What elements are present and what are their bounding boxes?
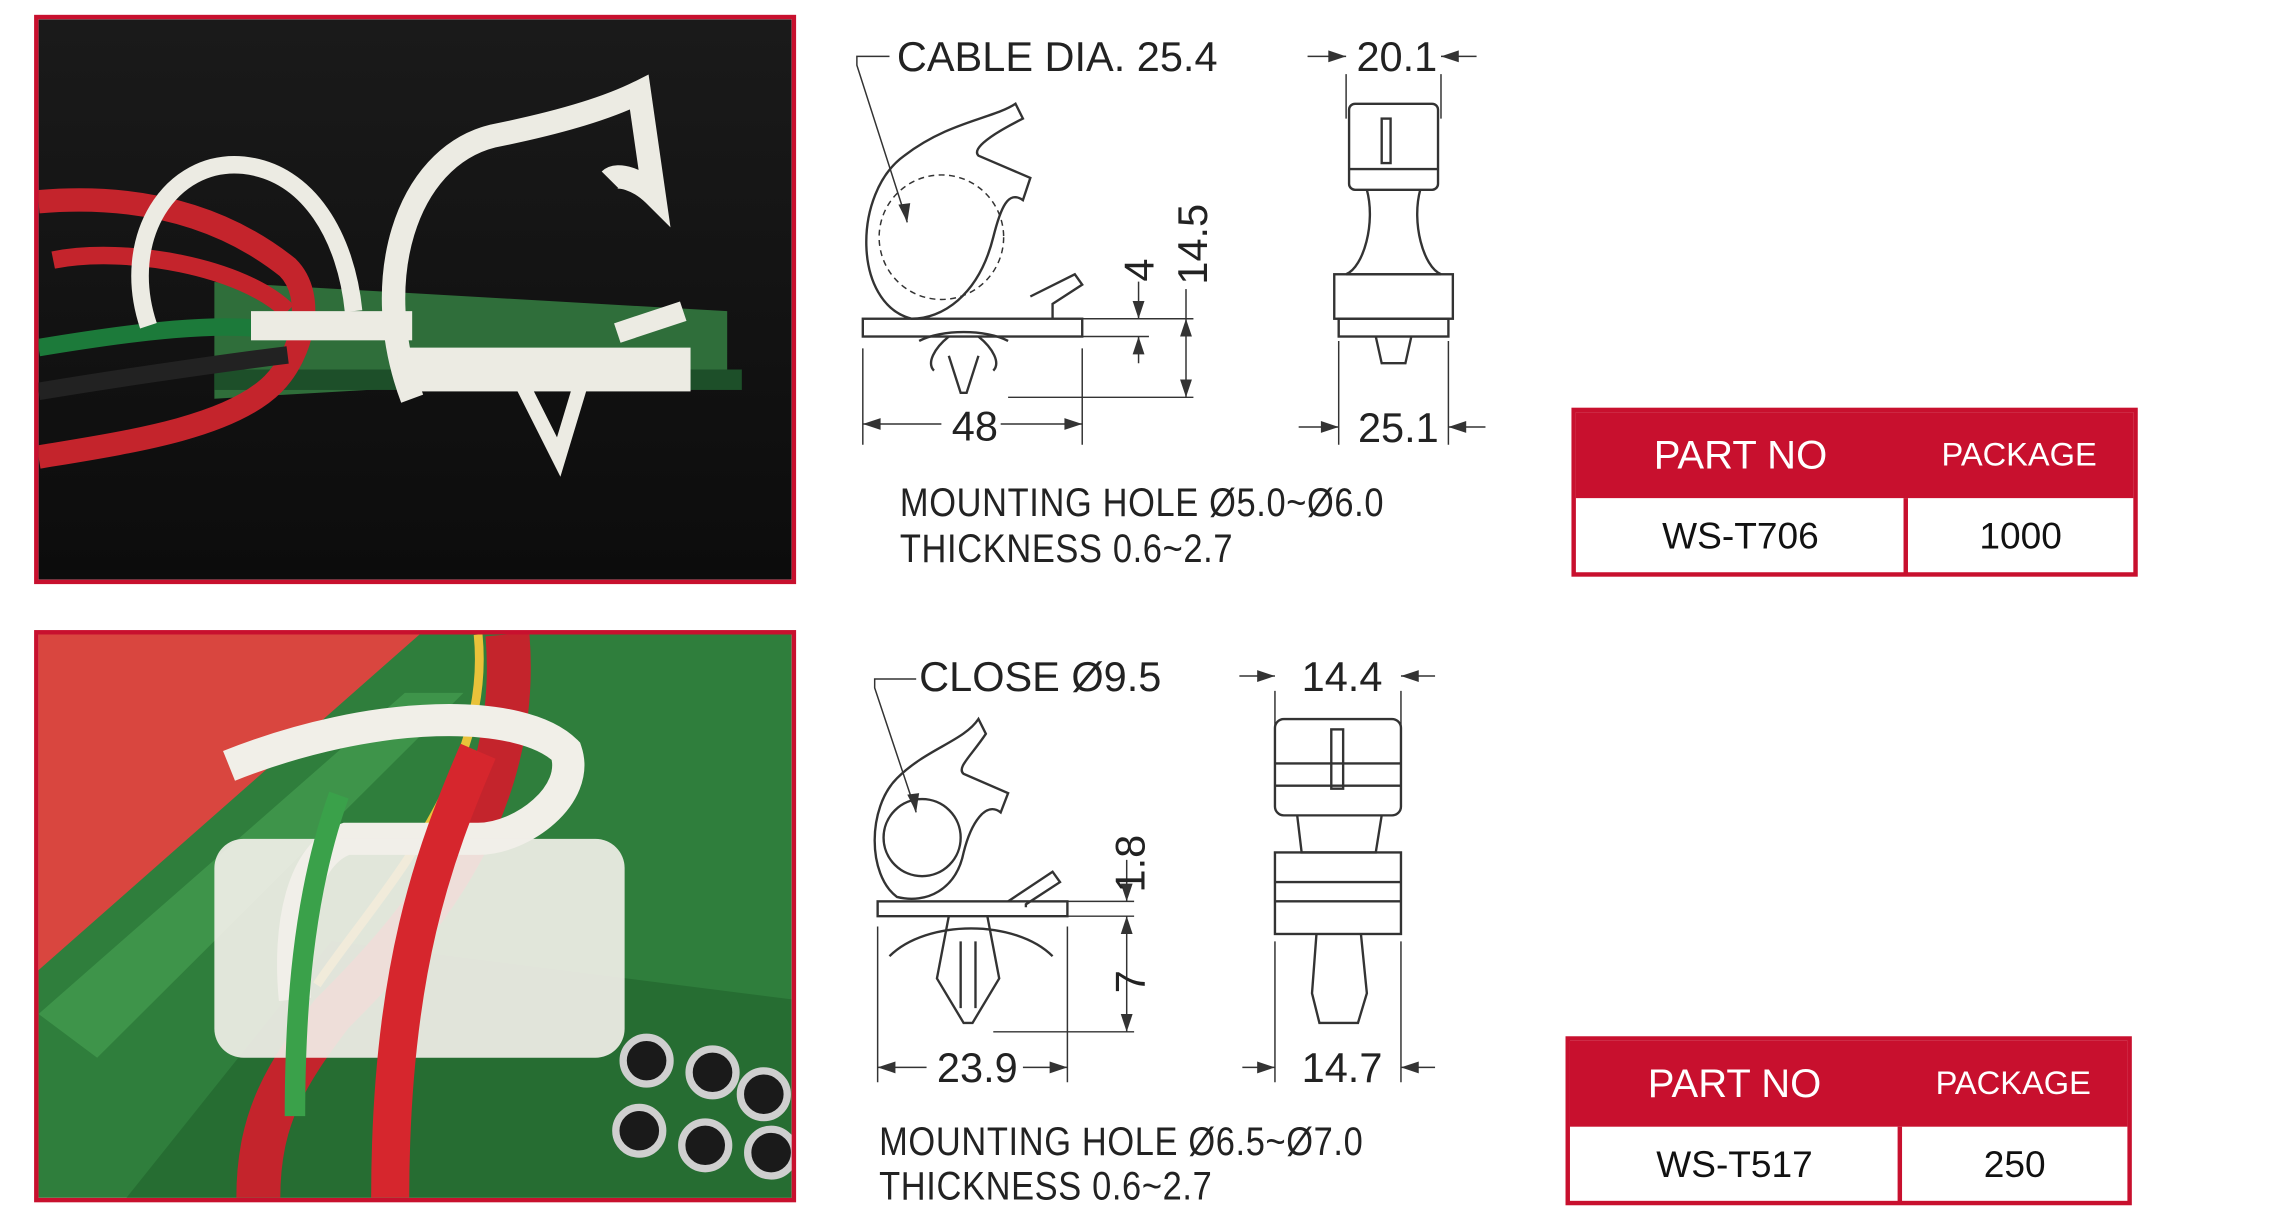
leg-height-dimension: 7	[1106, 970, 1153, 993]
product-photo-ws-t706	[34, 14, 797, 585]
top-width-dimension: 14.4	[1302, 653, 1383, 700]
technical-drawing-ws-t517: CLOSE Ø9.5 23.9 1.8 7 14.4 14.7	[873, 653, 1436, 1091]
bottom-width-dimension: 25.1	[1358, 404, 1439, 451]
length-dimension: 23.9	[937, 1044, 1018, 1091]
package-header: PACKAGE	[1935, 1064, 2091, 1102]
length-dimension: 48	[952, 402, 998, 449]
cable-dia-label: CABLE DIA. 25.4	[897, 33, 1218, 80]
part-table-ws-t517: PART NO PACKAGE WS-T517 250	[1565, 1036, 2132, 1206]
close-diameter-label: CLOSE Ø9.5	[919, 653, 1161, 700]
thickness-note: THICKNESS 0.6~2.7	[899, 526, 1234, 571]
part-no-header: PART NO	[1653, 432, 1828, 478]
product-photo-ws-t517	[34, 630, 797, 1203]
package-value: 1000	[1979, 515, 2062, 558]
bottom-width-dimension: 14.7	[1302, 1044, 1383, 1091]
thickness-note: THICKNESS 0.6~2.7	[879, 1163, 1213, 1209]
base-height-dimension: 4	[1115, 259, 1162, 282]
mounting-hole-note: MOUNTING HOLE Ø5.0~Ø6.0	[899, 480, 1385, 525]
package-value: 250	[1983, 1144, 2046, 1186]
part-no-value: WS-T706	[1662, 515, 1819, 558]
package-header: PACKAGE	[1941, 435, 2097, 473]
total-height-dimension: 14.5	[1169, 204, 1216, 285]
technical-drawing-ws-t706: CABLE DIA. 25.4 48 4 14.5 20.1	[856, 33, 1486, 451]
base-height-dimension: 1.8	[1106, 835, 1153, 893]
part-table-ws-t706: PART NO PACKAGE WS-T706 1000	[1571, 407, 2138, 577]
part-no-header: PART NO	[1647, 1061, 1822, 1106]
mounting-hole-note: MOUNTING HOLE Ø6.5~Ø7.0	[879, 1119, 1364, 1164]
top-width-dimension: 20.1	[1356, 33, 1437, 80]
part-no-value: WS-T517	[1656, 1144, 1813, 1186]
